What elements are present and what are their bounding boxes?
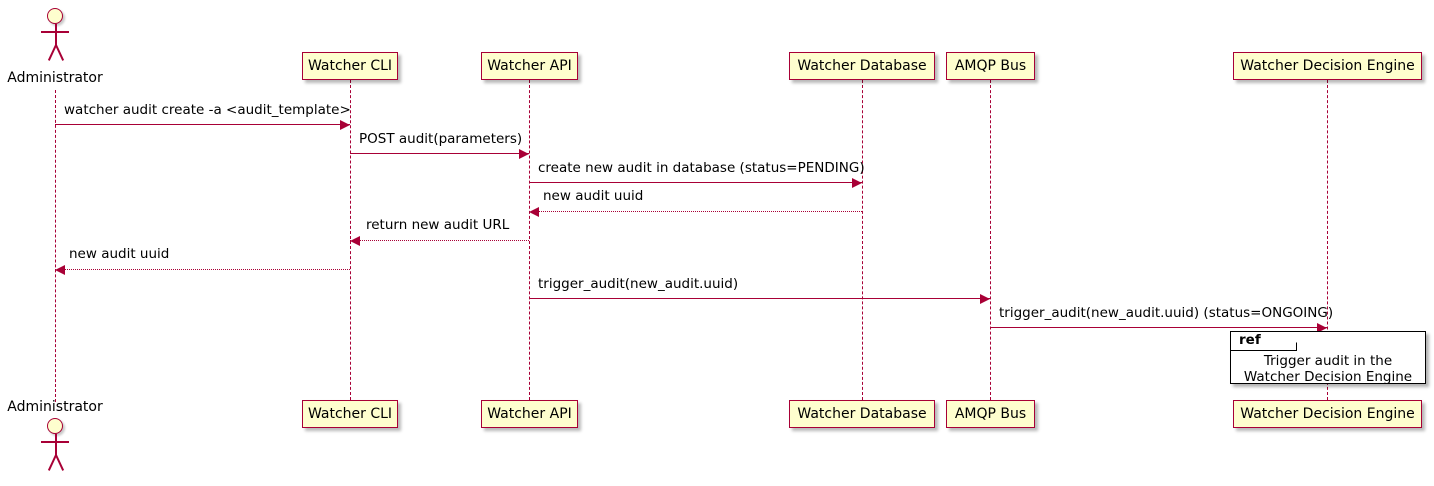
message-arrowhead-3 bbox=[852, 178, 862, 188]
message-arrowhead-6 bbox=[55, 265, 65, 275]
participant-amqp-bottom[interactable]: AMQP Bus bbox=[946, 400, 1035, 428]
message-arrowhead-4 bbox=[529, 207, 539, 217]
lifeline-amqp bbox=[990, 80, 991, 400]
message-arrowhead-8 bbox=[1317, 323, 1327, 333]
message-line-4 bbox=[529, 211, 862, 212]
actor-head-icon bbox=[47, 8, 63, 24]
message-line-6 bbox=[55, 269, 350, 270]
participant-api-top[interactable]: Watcher API bbox=[481, 52, 578, 80]
actor-body-icon bbox=[55, 434, 57, 456]
lifeline-administrator bbox=[55, 90, 56, 402]
reference-fragment-tab: ref bbox=[1231, 332, 1297, 351]
message-label-5: return new audit URL bbox=[366, 217, 510, 233]
message-label-2: POST audit(parameters) bbox=[359, 131, 523, 147]
actor-arms-icon bbox=[41, 441, 69, 443]
lifeline-api bbox=[529, 80, 530, 400]
message-line-3 bbox=[529, 182, 862, 183]
actor-head-icon bbox=[47, 418, 63, 434]
actor-administrator-bottom bbox=[39, 418, 71, 474]
participant-database-top[interactable]: Watcher Database bbox=[789, 52, 935, 80]
participant-api-bottom[interactable]: Watcher API bbox=[481, 400, 578, 428]
reference-fragment-body-line-2: Watcher Decision Engine bbox=[1243, 369, 1413, 385]
lifeline-database bbox=[862, 80, 863, 400]
message-label-1: watcher audit create -a <audit_template> bbox=[64, 102, 351, 118]
actor-body-icon bbox=[55, 24, 57, 46]
message-arrowhead-5 bbox=[350, 236, 360, 246]
message-label-7: trigger_audit(new_audit.uuid) bbox=[538, 276, 739, 292]
participant-decision-bottom[interactable]: Watcher Decision Engine bbox=[1233, 400, 1422, 428]
participant-cli-bottom[interactable]: Watcher CLI bbox=[302, 400, 398, 428]
participant-amqp-top[interactable]: AMQP Bus bbox=[946, 52, 1035, 80]
reference-fragment-body-line-1: Trigger audit in the bbox=[1263, 353, 1393, 369]
message-line-2 bbox=[350, 153, 529, 154]
message-line-5 bbox=[350, 240, 529, 241]
reference-fragment-tab-label: ref bbox=[1239, 332, 1261, 349]
message-line-1 bbox=[55, 124, 350, 125]
message-arrowhead-2 bbox=[519, 149, 529, 159]
message-label-6: new audit uuid bbox=[69, 246, 170, 262]
actor-leg-right-icon bbox=[55, 454, 65, 471]
message-arrowhead-7 bbox=[980, 294, 990, 304]
message-label-3: create new audit in database (status=PEN… bbox=[538, 160, 865, 176]
message-label-4: new audit uuid bbox=[543, 188, 644, 204]
actor-administrator-top bbox=[39, 8, 71, 64]
actor-arms-icon bbox=[41, 31, 69, 33]
lifeline-decision bbox=[1327, 80, 1328, 400]
message-label-8: trigger_audit(new_audit.uuid) (status=ON… bbox=[999, 305, 1334, 321]
message-line-8 bbox=[990, 327, 1327, 328]
participant-database-bottom[interactable]: Watcher Database bbox=[789, 400, 935, 428]
actor-label-top: Administrator bbox=[7, 70, 103, 86]
message-arrowhead-1 bbox=[340, 120, 350, 130]
message-line-7 bbox=[529, 298, 990, 299]
participant-cli-top[interactable]: Watcher CLI bbox=[302, 52, 398, 80]
actor-leg-right-icon bbox=[55, 44, 65, 61]
actor-label-bottom: Administrator bbox=[7, 399, 103, 415]
participant-decision-top[interactable]: Watcher Decision Engine bbox=[1233, 52, 1422, 80]
